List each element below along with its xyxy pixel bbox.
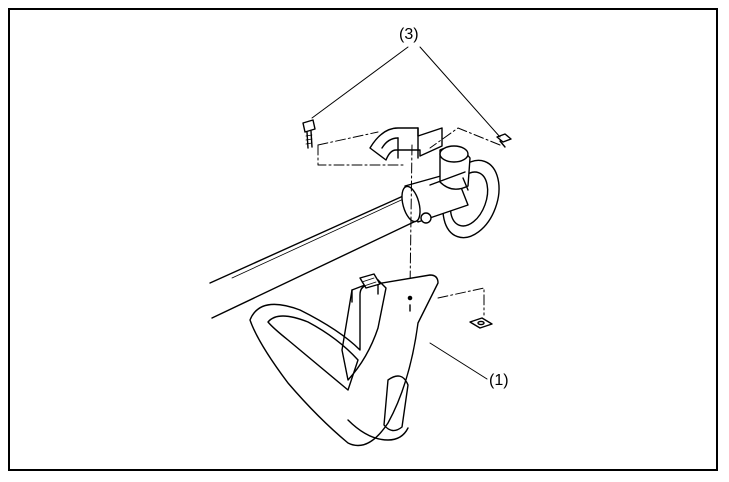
callout-label-1: (1) [489, 372, 509, 389]
shaft-tube [209, 191, 419, 319]
gear-head [401, 145, 500, 239]
shaft-clamp-bracket [369, 127, 443, 161]
alignment-lines [317, 127, 501, 316]
callout-label-3: (3) [399, 26, 419, 43]
square-nut [469, 317, 493, 329]
leader-lines [311, 46, 501, 380]
flange-bolt [302, 119, 316, 149]
blade-guard [249, 273, 439, 447]
small-screw [496, 133, 512, 148]
